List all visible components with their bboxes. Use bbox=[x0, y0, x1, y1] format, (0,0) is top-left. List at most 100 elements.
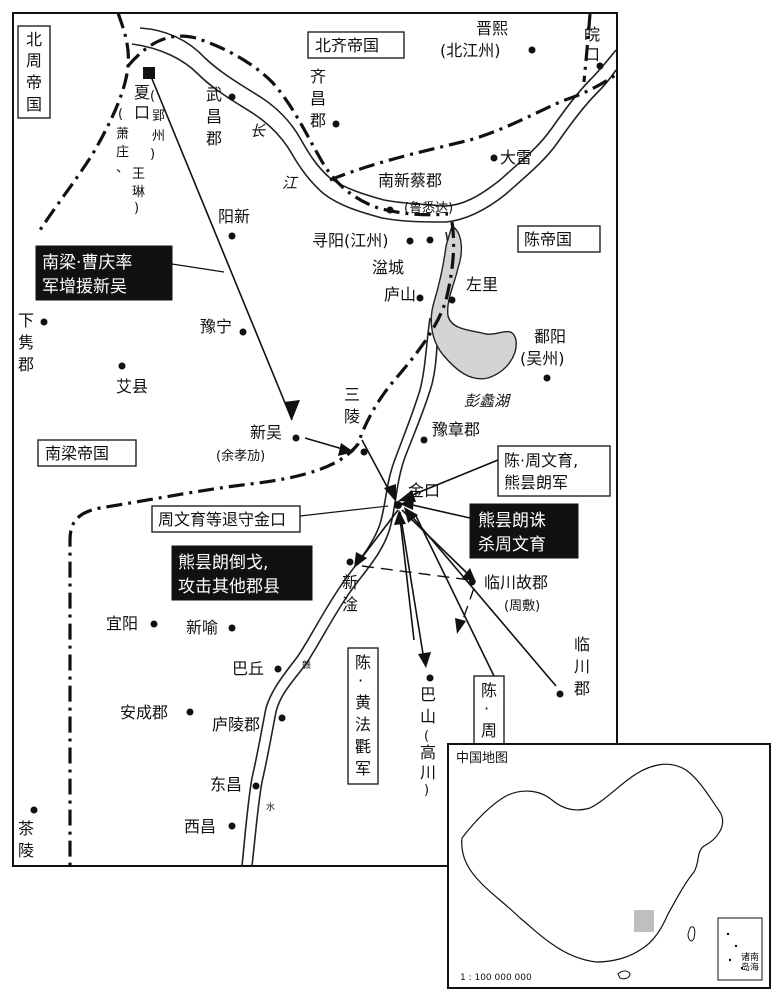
place-dot-anchengjun bbox=[186, 708, 194, 716]
region-beizhou-4: 国 bbox=[26, 95, 42, 114]
place-qichang-1: 齐 bbox=[310, 67, 326, 86]
place-pencheng: 湓城 bbox=[372, 258, 404, 277]
callout-xiong-turn-box bbox=[171, 545, 313, 601]
region-chen: 陈帝国 bbox=[524, 230, 572, 249]
place-wuchang-2: 昌 bbox=[206, 107, 222, 126]
callout-huangfa-1: 陈 bbox=[355, 653, 371, 672]
inset-map-title: 中国地图 bbox=[456, 751, 508, 766]
place-lulingjun: 庐陵郡 bbox=[212, 715, 260, 734]
place-wan-2: 口 bbox=[584, 45, 600, 64]
inset-island-1 bbox=[726, 932, 730, 936]
place-dot-jinxi bbox=[528, 46, 536, 54]
place-dalei: 大雷 bbox=[500, 148, 532, 167]
place-qichang-3: 郡 bbox=[310, 111, 326, 130]
place-dongchang: 东昌 bbox=[210, 775, 242, 794]
place-nanxincai: 南新蔡郡 bbox=[378, 171, 442, 190]
xiakou-square-marker bbox=[143, 67, 155, 79]
place-linchuanjun-3: 郡 bbox=[574, 679, 590, 698]
river-label-shui: 水 bbox=[266, 801, 275, 813]
place-wanglin-1: 王 bbox=[132, 167, 145, 182]
inset-south-sea-4: 岛 bbox=[741, 961, 750, 973]
route-chen-zhou-jinkou bbox=[404, 459, 499, 499]
route-xiong-kill-arrowhead bbox=[400, 497, 414, 510]
inset-china-outline bbox=[461, 763, 724, 963]
callout-xiong-kill-box bbox=[469, 503, 579, 559]
callout-caoqing-leader bbox=[171, 263, 225, 273]
route-xiong-to-xinjin-arrowhead bbox=[354, 552, 367, 568]
region-box-beiqi bbox=[307, 31, 405, 59]
inset-island-3 bbox=[728, 958, 732, 962]
place-xinwu: 新吴 bbox=[250, 423, 282, 442]
place-xiaozhuang-3: 庄 bbox=[116, 144, 129, 160]
place-dot-dongchang bbox=[252, 782, 260, 790]
place-yingzhou-4: ) bbox=[150, 147, 155, 162]
place-dot-poyang bbox=[543, 374, 551, 382]
callout-chenzhou-1: 陈 bbox=[481, 681, 497, 700]
callout-huangfa-6: 军 bbox=[355, 759, 371, 778]
place-yuning: 豫宁 bbox=[200, 317, 232, 336]
place-yangxin: 阳新 bbox=[218, 207, 250, 226]
place-dot-yangxin bbox=[228, 232, 236, 240]
place-xiaqian-2: 隽 bbox=[18, 333, 34, 352]
place-jinxi: 晋熙 bbox=[476, 19, 508, 38]
route-linchuanjun-arrowhead bbox=[404, 507, 418, 523]
yangtze-river-north-bank bbox=[139, 27, 617, 207]
place-lubeida: (鲁悉达) bbox=[404, 201, 453, 216]
place-yingzhou-3: 州 bbox=[152, 129, 165, 144]
border-north-zhou-qi bbox=[38, 12, 130, 231]
callout-chenzhou-box bbox=[473, 675, 505, 747]
place-dot-wuchang bbox=[228, 93, 236, 101]
route-linchuan-south-arrowhead bbox=[455, 618, 466, 634]
place-dot-linchuangu bbox=[468, 578, 476, 586]
place-dot-yiyang bbox=[150, 620, 158, 628]
place-aixian: 艾县 bbox=[116, 377, 148, 396]
place-gaochuan-1: ( bbox=[424, 729, 429, 744]
route-huangfa bbox=[399, 517, 415, 641]
region-box-beizhou bbox=[17, 25, 51, 119]
river-label-gan: 赣 bbox=[302, 659, 311, 671]
place-xiaqian-1: 下 bbox=[18, 311, 34, 330]
place-dot-linchuanjun bbox=[556, 690, 564, 698]
place-wuchang-1: 武 bbox=[206, 85, 222, 104]
inset-island-2 bbox=[734, 944, 738, 948]
region-beizhou-3: 帝 bbox=[26, 73, 42, 92]
gan-river-west-bank bbox=[241, 317, 431, 867]
place-xiakou-1: 夏 bbox=[134, 83, 150, 102]
river-label-chang: 长 bbox=[250, 122, 266, 140]
place-dot-lushan bbox=[416, 294, 424, 302]
callout-chenzhou-3: 周 bbox=[481, 721, 497, 740]
place-sanling-2: 陵 bbox=[344, 407, 360, 426]
place-dot-xunyang bbox=[406, 237, 414, 245]
border-qi-upper bbox=[582, 13, 592, 83]
region-beiqi: 北齐帝国 bbox=[315, 36, 379, 55]
callout-zhou-retreat-leader bbox=[299, 505, 389, 517]
region-beizhou-1: 北 bbox=[26, 30, 42, 49]
place-zhoudi: (周敷) bbox=[504, 599, 540, 614]
place-xinjin-2: 淦 bbox=[342, 595, 358, 614]
place-dot-pencheng bbox=[426, 236, 434, 244]
place-gaochuan-3: 川 bbox=[420, 763, 436, 782]
place-wanglin-2: 琳 bbox=[132, 185, 145, 200]
callout-caoqing-1: 南梁·曹庆率 bbox=[42, 253, 132, 273]
callout-chenzhou-xiong-box bbox=[497, 445, 611, 497]
region-box-nanliang bbox=[37, 439, 137, 467]
route-linchuanjun bbox=[409, 513, 557, 687]
place-dot-aixian bbox=[118, 362, 126, 370]
place-anchengjun: 安成郡 bbox=[120, 703, 168, 722]
callout-chenzhou-xiong-1: 陈·周文育, bbox=[504, 451, 578, 470]
inset-south-sea-1: 南 bbox=[750, 951, 759, 963]
place-dot-yuzhang bbox=[420, 436, 428, 444]
river-label-jiang: 江 bbox=[282, 174, 299, 192]
place-jinkou: 金口 bbox=[408, 481, 440, 500]
place-xichang: 西昌 bbox=[184, 817, 216, 836]
place-gaochuan-4: ) bbox=[424, 783, 429, 798]
place-chaling-2: 陵 bbox=[18, 841, 34, 860]
place-wanglin-3: ) bbox=[134, 201, 139, 216]
place-sanling-1: 三 bbox=[344, 385, 360, 404]
place-yingzhou-2: 郢 bbox=[152, 109, 165, 124]
place-bashan-1: 巴 bbox=[420, 685, 436, 704]
inset-island-4 bbox=[740, 966, 744, 970]
callout-chenzhou-2: · bbox=[484, 699, 489, 718]
place-xiakou-2: 口 bbox=[134, 103, 150, 122]
route-xiong-to-bashan bbox=[399, 511, 425, 661]
